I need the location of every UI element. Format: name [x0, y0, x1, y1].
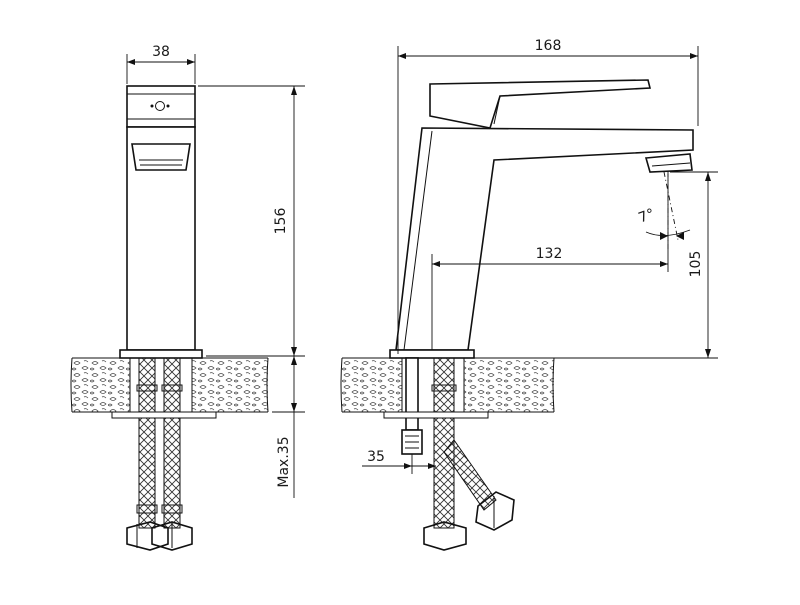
- dim-label-height-total: 156: [273, 208, 289, 235]
- side-view: 168 132 105 7° 35: [340, 38, 718, 551]
- dim-label-angle: 7°: [636, 206, 656, 226]
- dim-label-width-top: 38: [152, 44, 170, 60]
- dim-height-total: 156: [198, 85, 305, 357]
- dim-max-thickness: Max.35: [272, 356, 305, 498]
- hoses-side: [383, 357, 515, 551]
- dim-label-overall-length: 168: [535, 38, 562, 54]
- dim-rod-offset: 35: [362, 449, 436, 474]
- faucet-body-side: [389, 79, 694, 359]
- dim-label-spout-reach: 132: [536, 246, 563, 262]
- faucet-body-front: [119, 85, 203, 359]
- dim-angle: 7°: [636, 171, 691, 250]
- dim-overall-length: 168: [397, 38, 699, 354]
- dim-label-rod-offset: 35: [367, 449, 385, 465]
- dim-width-top: 38: [126, 44, 196, 84]
- dim-label-spout-height: 105: [688, 251, 704, 278]
- hoses-front: [111, 357, 217, 551]
- dim-spout-height: 105: [476, 171, 718, 359]
- dim-label-max-thickness: Max.35: [276, 436, 292, 487]
- front-view: 38 156 Max.35: [70, 44, 305, 551]
